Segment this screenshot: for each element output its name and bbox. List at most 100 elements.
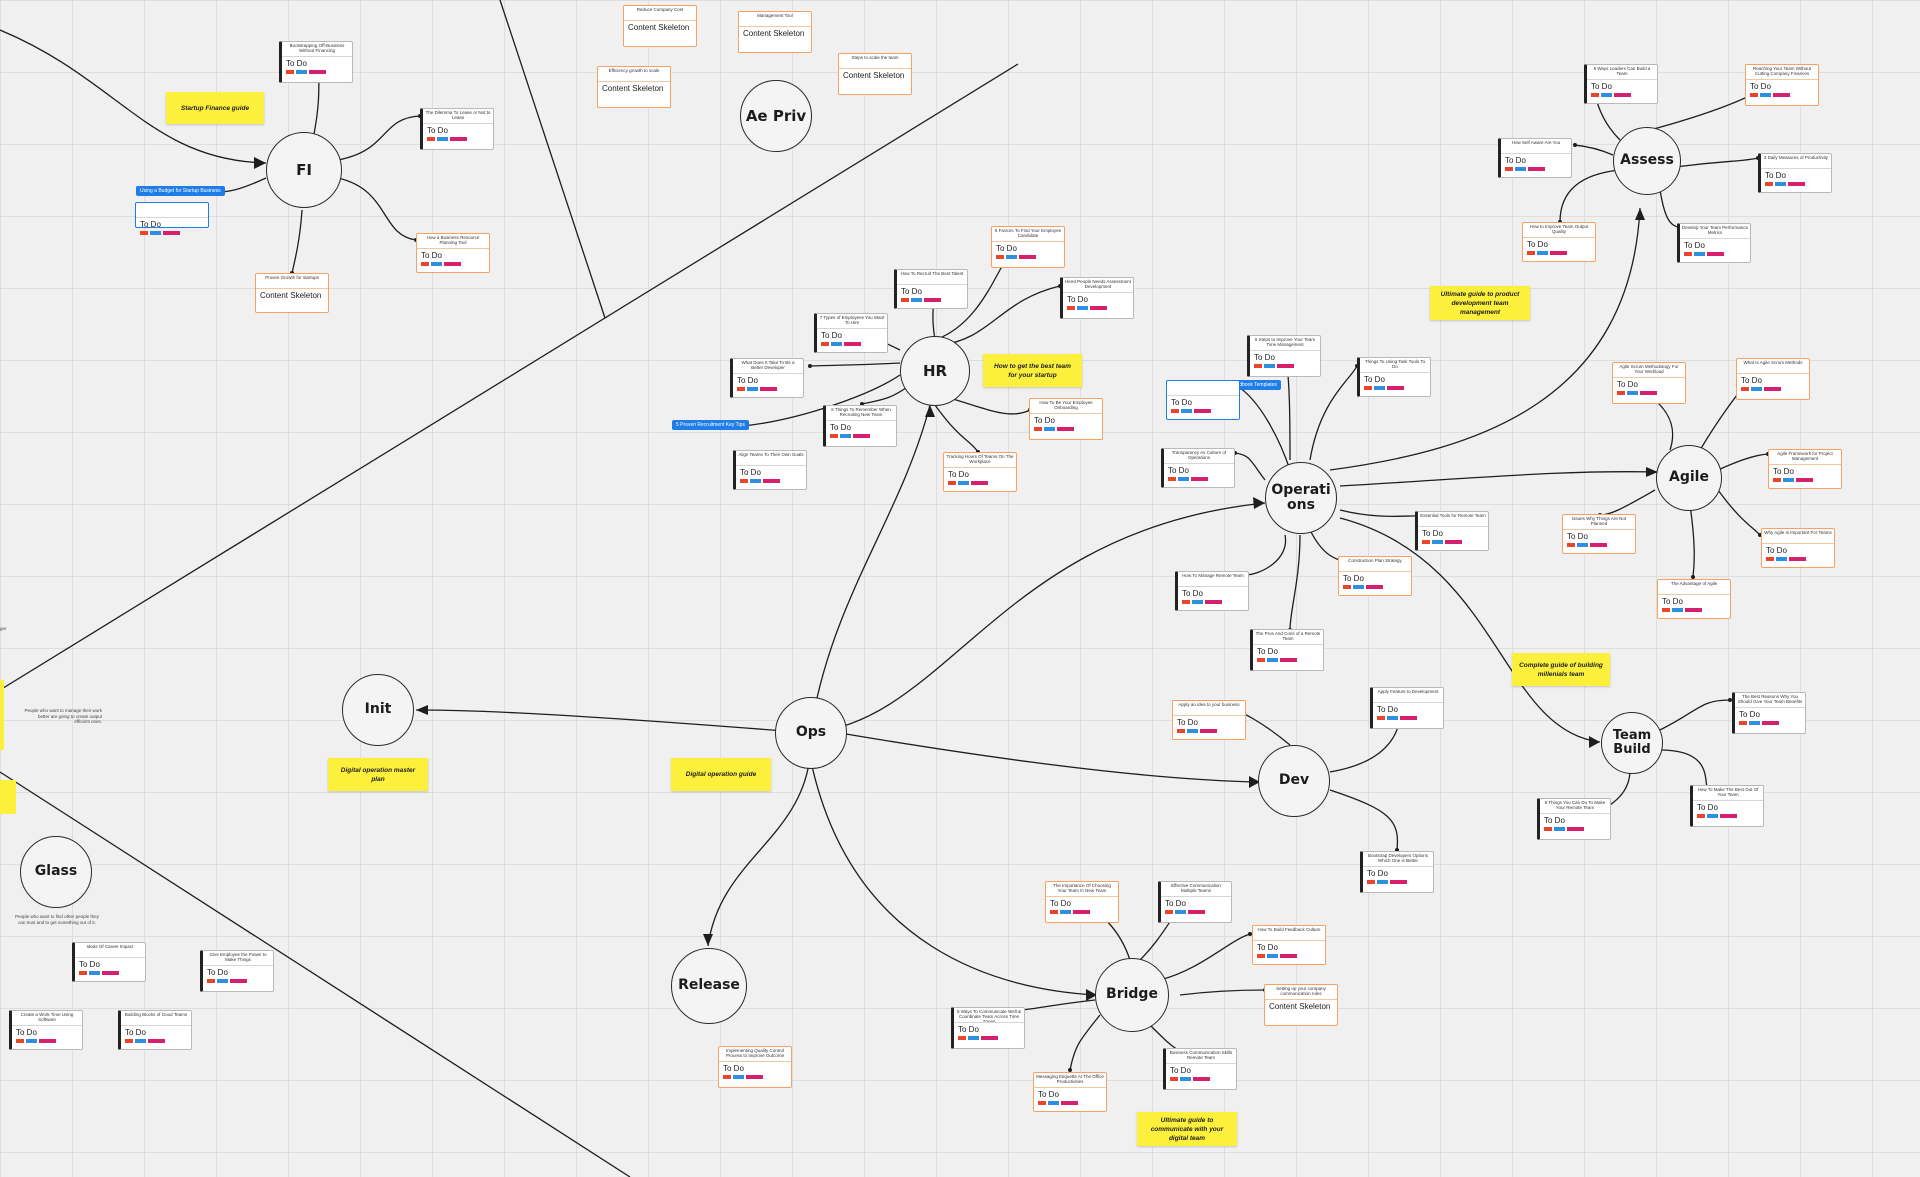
tag-chip xyxy=(1187,729,1198,733)
task-card[interactable]: To Do xyxy=(1166,380,1240,420)
task-card[interactable]: Implementing Quality Control Process to … xyxy=(718,1046,792,1088)
task-card[interactable]: Reaching Your Team Without Cutting Compa… xyxy=(1745,64,1819,106)
node-glass[interactable]: Glass xyxy=(20,836,92,908)
tag-chip xyxy=(1527,251,1535,255)
node-hr[interactable]: HR xyxy=(900,336,970,406)
pill-hr[interactable]: 5 Proven Recruitment Key Tips xyxy=(672,420,749,430)
task-card[interactable]: The Best Reasons Why You Should Give You… xyxy=(1732,692,1806,734)
tag-chip xyxy=(1034,427,1042,431)
divider-line xyxy=(0,63,1019,691)
sticky-communicate[interactable]: Ultimate guide to communicate with your … xyxy=(1137,1112,1237,1146)
node-operations[interactable]: Operati ons xyxy=(1265,462,1337,534)
pill-fi[interactable]: Using a Budget for Startup Business xyxy=(136,186,225,196)
task-card[interactable]: What Does It Take To Be a Better Develop… xyxy=(730,358,804,398)
node-assess[interactable]: Assess xyxy=(1613,127,1681,195)
node-dev[interactable]: Dev xyxy=(1258,745,1330,817)
task-card-tags xyxy=(992,253,1064,259)
sticky-product-dev[interactable]: Ultimate guide to product development te… xyxy=(1430,286,1530,320)
task-card-status: To Do xyxy=(723,1064,744,1073)
node-bridge[interactable]: Bridge xyxy=(1095,958,1169,1032)
task-card-tags xyxy=(1373,714,1443,720)
task-card-status: To Do xyxy=(1170,1066,1191,1075)
sticky-millenials[interactable]: Complete guide of building millenials te… xyxy=(1512,653,1610,686)
node-init[interactable]: Init xyxy=(342,674,414,746)
node-ae-priv[interactable]: Ae Priv xyxy=(740,80,812,152)
task-card[interactable]: Tracking Hours Of Teams On The Workplace… xyxy=(943,452,1017,492)
node-ops[interactable]: Ops xyxy=(775,697,847,769)
task-card[interactable]: 5 Factors To Find Your Employee Candidat… xyxy=(991,226,1065,268)
task-card-tags xyxy=(897,296,967,302)
task-card-status: To Do xyxy=(1254,353,1275,362)
task-card[interactable]: Agile Scrum Methodology For Your Workloa… xyxy=(1612,362,1686,404)
task-card[interactable]: Bootstrapping Off-Business Without Finan… xyxy=(279,41,353,83)
task-card-tags xyxy=(954,1034,1024,1040)
sticky-digital-guide[interactable]: Digital operation guide xyxy=(671,758,771,791)
task-card[interactable]: 5 Ways To Communicate Well & Coordinate … xyxy=(951,1007,1025,1049)
sticky-startup-finance[interactable]: Startup Finance guide xyxy=(166,92,264,124)
tag-chip xyxy=(125,1039,133,1043)
tag-chip xyxy=(1280,658,1297,662)
connector xyxy=(1069,1014,1101,1071)
node-fi[interactable]: FI xyxy=(266,132,342,208)
connector xyxy=(1599,489,1656,516)
task-card-title: The Importance Of Choosing Your Team In … xyxy=(1046,882,1118,897)
tag-chip xyxy=(1200,729,1217,733)
arrowhead xyxy=(1635,208,1645,220)
task-card[interactable]: Setting up your company communication ru… xyxy=(1264,984,1338,1026)
node-team-build[interactable]: Team Build xyxy=(1601,712,1663,774)
task-card[interactable]: Messaging Etiquette At The Office Produc… xyxy=(1033,1072,1107,1112)
task-card[interactable]: Bootstrap Developers Options Which One i… xyxy=(1360,851,1434,893)
task-card[interactable]: Business Communication Skills Remote Tea… xyxy=(1163,1048,1237,1090)
node-agile[interactable]: Agile xyxy=(1656,445,1722,511)
task-card[interactable]: 6 Steps to Improve Your Team Time Manage… xyxy=(1247,335,1321,377)
node-release[interactable]: Release xyxy=(671,948,747,1024)
tag-chip xyxy=(958,1036,966,1040)
task-card[interactable]: To Do xyxy=(135,202,209,235)
task-card-status: To Do xyxy=(125,1028,146,1037)
task-card[interactable]: The Importance Of Choosing Your Team In … xyxy=(1045,881,1119,923)
task-card[interactable]: 6 Things You Can Do To Make Your Remote … xyxy=(1537,798,1611,840)
sticky-best-team[interactable]: How to get the best team for your startu… xyxy=(983,354,1082,387)
task-card-title: Effective Communication Multiple Teams xyxy=(1161,882,1231,897)
task-card[interactable]: Hired People Needs Assessment Developmen… xyxy=(1060,277,1134,319)
task-card[interactable]: 6 Things To Remember When Recruiting New… xyxy=(823,405,897,447)
task-card-title: Bootstrap Developers Options Which One i… xyxy=(1363,852,1433,867)
sticky-digital-master[interactable]: Digital operation master plan xyxy=(328,758,428,791)
